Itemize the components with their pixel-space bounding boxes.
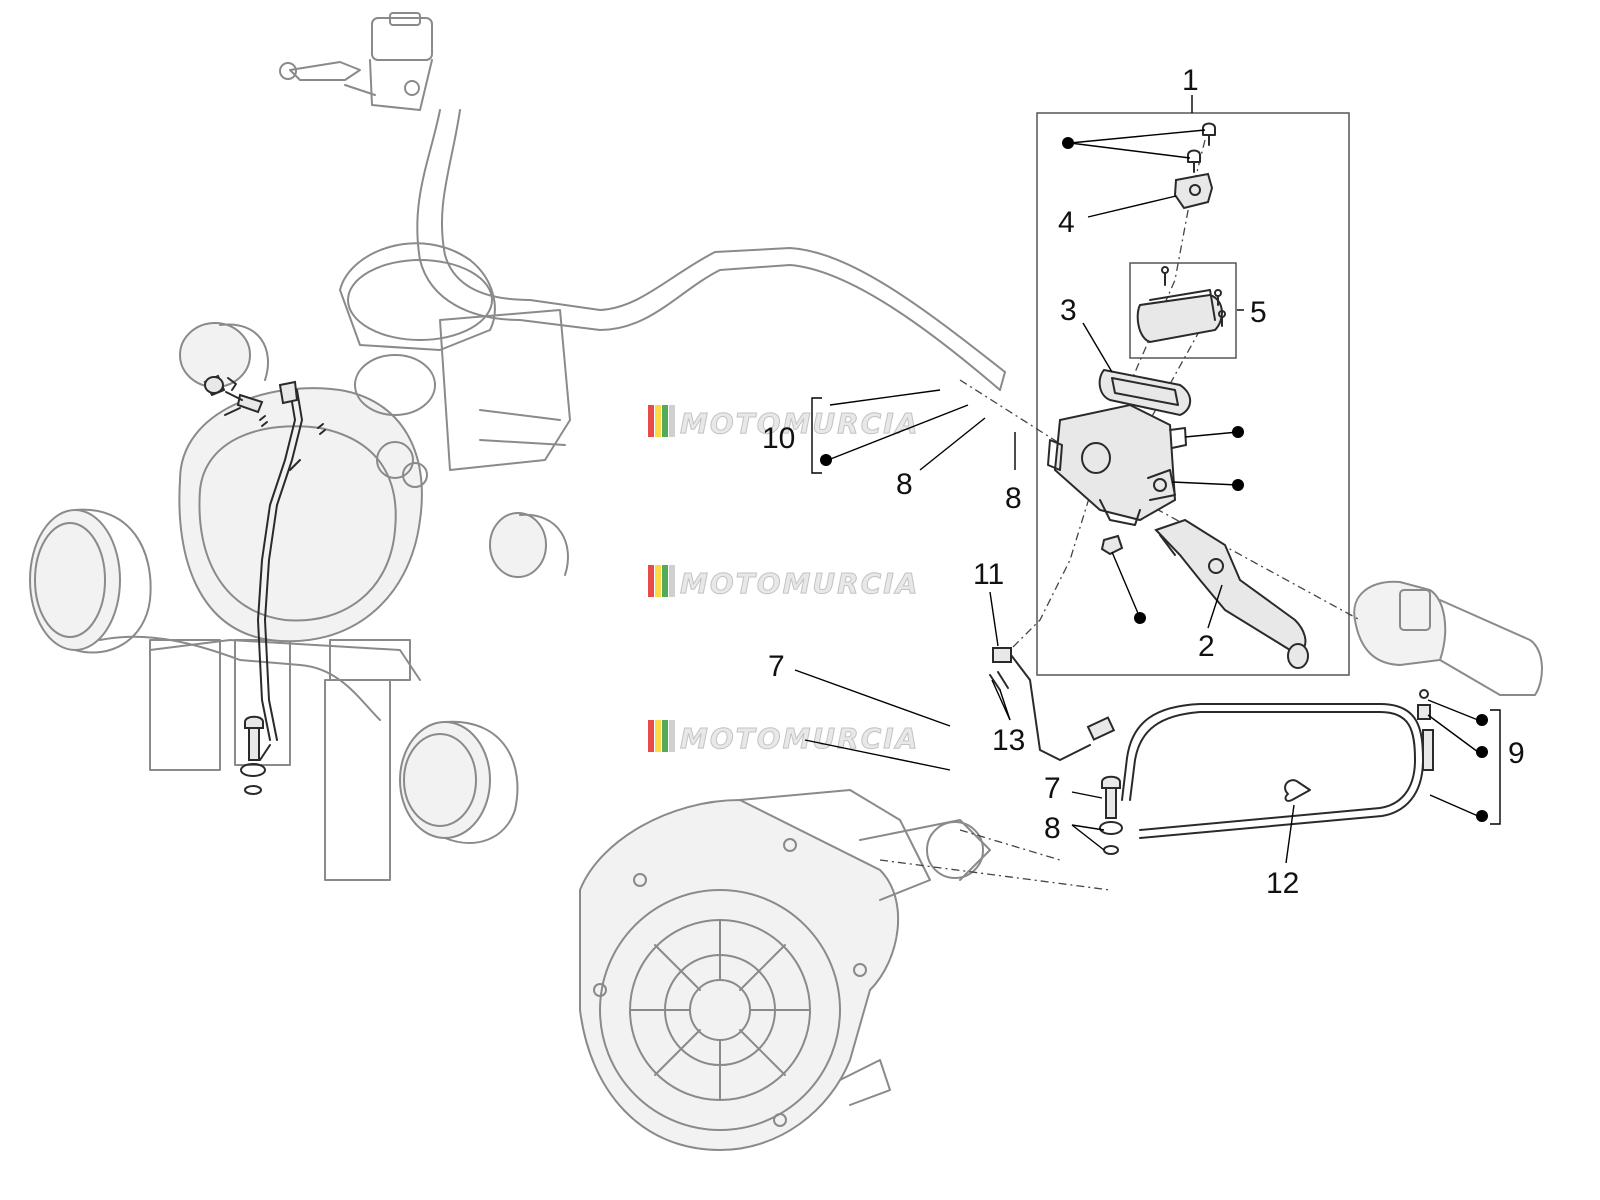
callout-8-top-right: 8 (1005, 482, 1022, 515)
nut (1100, 534, 1124, 556)
callout-4: 4 (1058, 206, 1075, 239)
clutch-hose-upper (257, 380, 326, 741)
group-box-5 (1129, 262, 1237, 359)
callout-9: 9 (1508, 737, 1525, 770)
watermark-text-1: MOTOMURCIA (680, 407, 919, 440)
banjo-fitting-10 (203, 374, 264, 416)
dots (820, 137, 1488, 822)
callouts: 1 4 5 3 2 10 8 8 11 7 13 7 8 9 12 (762, 64, 1525, 900)
group-box-1 (1036, 112, 1350, 676)
hose-clip (1284, 779, 1311, 802)
callout-8-right: 8 (1044, 812, 1061, 845)
headlight-assembly (29, 242, 571, 881)
clutch-switch (989, 647, 1116, 761)
banjo-bolt-left (240, 715, 271, 795)
callout-10: 10 (762, 422, 795, 455)
callout-2: 2 (1198, 630, 1215, 663)
handlebar-clamp (1173, 172, 1214, 210)
gearbox-housing (579, 789, 991, 1152)
watermark-text-3: MOTOMURCIA (680, 722, 919, 755)
watermark: MOTOMURCIA MOTOMURCIA MOTOMURCIA (648, 405, 919, 756)
right-grip (1353, 580, 1543, 696)
callout-7-right: 7 (1044, 772, 1061, 805)
callout-3: 3 (1060, 294, 1077, 327)
callout-13: 13 (992, 724, 1025, 757)
callout-7-left: 7 (768, 650, 785, 683)
reservoir-cover (1136, 293, 1223, 344)
callout-12: 12 (1266, 867, 1299, 900)
screw-top (1187, 122, 1216, 173)
watermark-text-2: MOTOMURCIA (680, 567, 919, 600)
master-cylinder (1053, 403, 1177, 522)
callout-5: 5 (1250, 296, 1267, 329)
clutch-lever (1154, 518, 1309, 669)
handlebar-assembly (279, 12, 1006, 391)
clutch-hose-lower (1121, 689, 1434, 839)
leader-lines (794, 95, 1501, 864)
banjo-bolt-right (1099, 775, 1123, 855)
callout-8-top-left: 8 (896, 468, 913, 501)
callout-11: 11 (973, 558, 1004, 591)
callout-1: 1 (1182, 64, 1199, 97)
